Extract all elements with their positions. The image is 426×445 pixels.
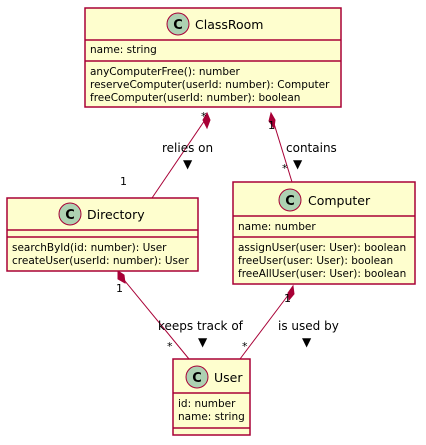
- multiplicity-source: 1: [116, 282, 123, 295]
- class-stereotype-letter: C: [65, 208, 75, 223]
- class-box: [172, 358, 251, 436]
- method: freeUser(user: User): boolean: [238, 255, 393, 267]
- composition-diamond: [287, 284, 295, 302]
- edge-contains: 1 * contains ▼: [268, 111, 337, 183]
- multiplicity-target: *: [167, 340, 173, 353]
- class-stereotype-letter: C: [173, 18, 183, 33]
- composition-diamond: [202, 111, 211, 130]
- class-stereotype-icon: [58, 202, 82, 226]
- edge-line: [271, 116, 293, 183]
- class-stereotype-icon: [166, 12, 190, 36]
- class-name: Computer: [308, 193, 371, 208]
- class-directory[interactable]: C Directory searchById(id: number): User…: [6, 197, 199, 272]
- attribute: name: number: [238, 221, 316, 233]
- multiplicity-source: 1: [284, 292, 291, 305]
- attribute: name: string: [90, 44, 157, 56]
- edge-line: [151, 116, 208, 199]
- method: searchById(id: number): User: [12, 242, 167, 254]
- attribute: name: string: [178, 411, 245, 423]
- method: freeComputer(userId: number): boolean: [90, 92, 300, 104]
- class-stereotype-letter: C: [285, 194, 295, 209]
- direction-arrow-icon: ▼: [293, 157, 303, 171]
- composition-diamond: [268, 111, 276, 130]
- edge-label: relies on: [162, 141, 213, 155]
- class-name: ClassRoom: [195, 17, 263, 32]
- multiplicity-target: *: [242, 340, 248, 353]
- class-classroom[interactable]: C ClassRoom name: string anyComputerFree…: [84, 7, 342, 108]
- class-name: User: [214, 370, 243, 385]
- edge-line: [119, 274, 190, 360]
- edge-label: contains: [286, 141, 337, 155]
- class-user[interactable]: C User id: number name: string: [172, 358, 251, 436]
- class-box: [232, 181, 416, 285]
- class-stereotype-letter: C: [192, 371, 202, 386]
- multiplicity-target: *: [282, 162, 288, 175]
- class-box: [6, 197, 199, 272]
- method: createUser(userId: number): User: [12, 255, 189, 267]
- edge-keeps-track-of: 1 * keeps track of ▼: [116, 270, 244, 360]
- direction-arrow-icon: ▼: [198, 335, 208, 349]
- method: reserveComputer(userId: number): Compute…: [90, 79, 330, 91]
- class-name: Directory: [87, 207, 145, 222]
- multiplicity-source: 1: [268, 119, 275, 132]
- multiplicity-target: 1: [120, 175, 127, 188]
- edge-label: keeps track of: [158, 319, 244, 333]
- attribute: id: number: [178, 398, 236, 410]
- multiplicity-source: *: [201, 110, 207, 123]
- edge-relies-on: * 1 relies on ▼: [120, 110, 213, 199]
- edge-line: [239, 289, 293, 360]
- method: freeAllUser(user: User): boolean: [238, 268, 406, 280]
- composition-diamond: [117, 270, 126, 284]
- method: anyComputerFree(): number: [90, 66, 241, 78]
- edge-label: is used by: [278, 319, 339, 333]
- class-stereotype-icon: [278, 188, 302, 212]
- direction-arrow-icon: ▼: [183, 157, 193, 171]
- class-box: [84, 7, 342, 108]
- class-stereotype-icon: [185, 365, 209, 389]
- edge-is-used-by: 1 * is used by ▼: [239, 284, 339, 360]
- direction-arrow-icon: ▼: [302, 335, 312, 349]
- class-computer[interactable]: C Computer name: number assignUser(user:…: [232, 181, 416, 285]
- method: assignUser(user: User): boolean: [238, 242, 406, 254]
